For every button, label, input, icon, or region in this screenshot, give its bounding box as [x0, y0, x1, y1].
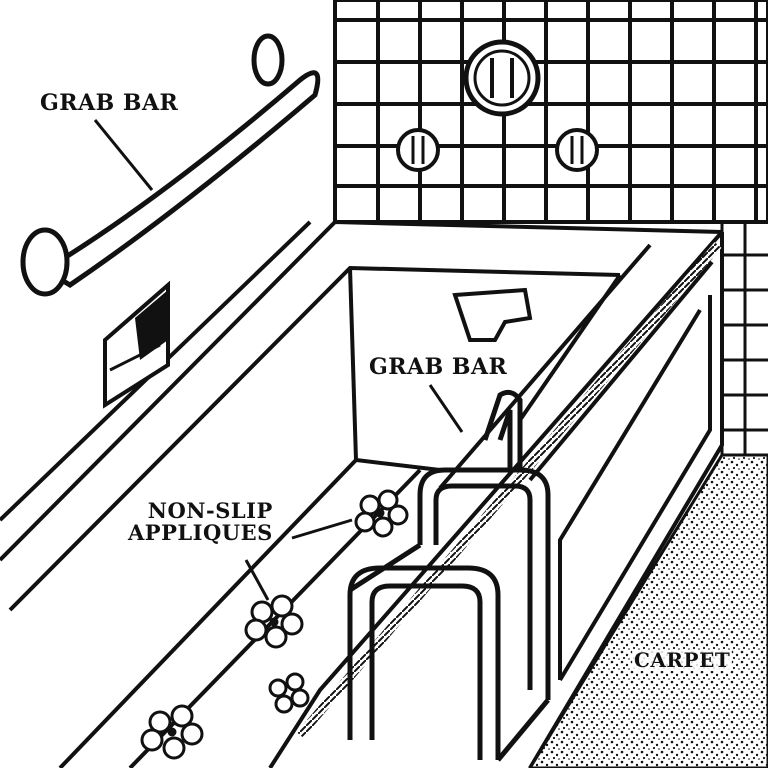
carpet-label: CARPET	[632, 648, 733, 672]
non-slip-label-line1: NON-SLIP	[147, 498, 273, 523]
hot-knob-icon	[396, 128, 440, 172]
wall-grab-bar-label: GRAB BAR	[40, 90, 179, 116]
applique-flower-1	[354, 489, 409, 538]
cold-knob-icon	[555, 128, 599, 172]
shower-head-icon	[463, 39, 541, 117]
tile-wall	[333, 0, 768, 455]
tub-apron	[528, 232, 724, 768]
tub-grab-bar-label: GRAB BAR	[366, 355, 511, 380]
wall-grab-bar-icon	[20, 33, 321, 297]
applique-flower-3	[268, 672, 310, 714]
carpet-area	[528, 453, 768, 768]
applique-flower-2	[244, 594, 304, 649]
tub-grab-bar-icon	[347, 389, 551, 762]
soap-holder-icon	[452, 287, 533, 342]
applique-flower-4	[140, 704, 204, 760]
soap-dish-icon	[103, 280, 170, 409]
leader-lines	[93, 119, 464, 601]
non-slip-label-line2: APPLIQUES	[128, 520, 273, 546]
non-slip-appliques-label: NON-SLIP APPLIQUES	[128, 498, 273, 546]
